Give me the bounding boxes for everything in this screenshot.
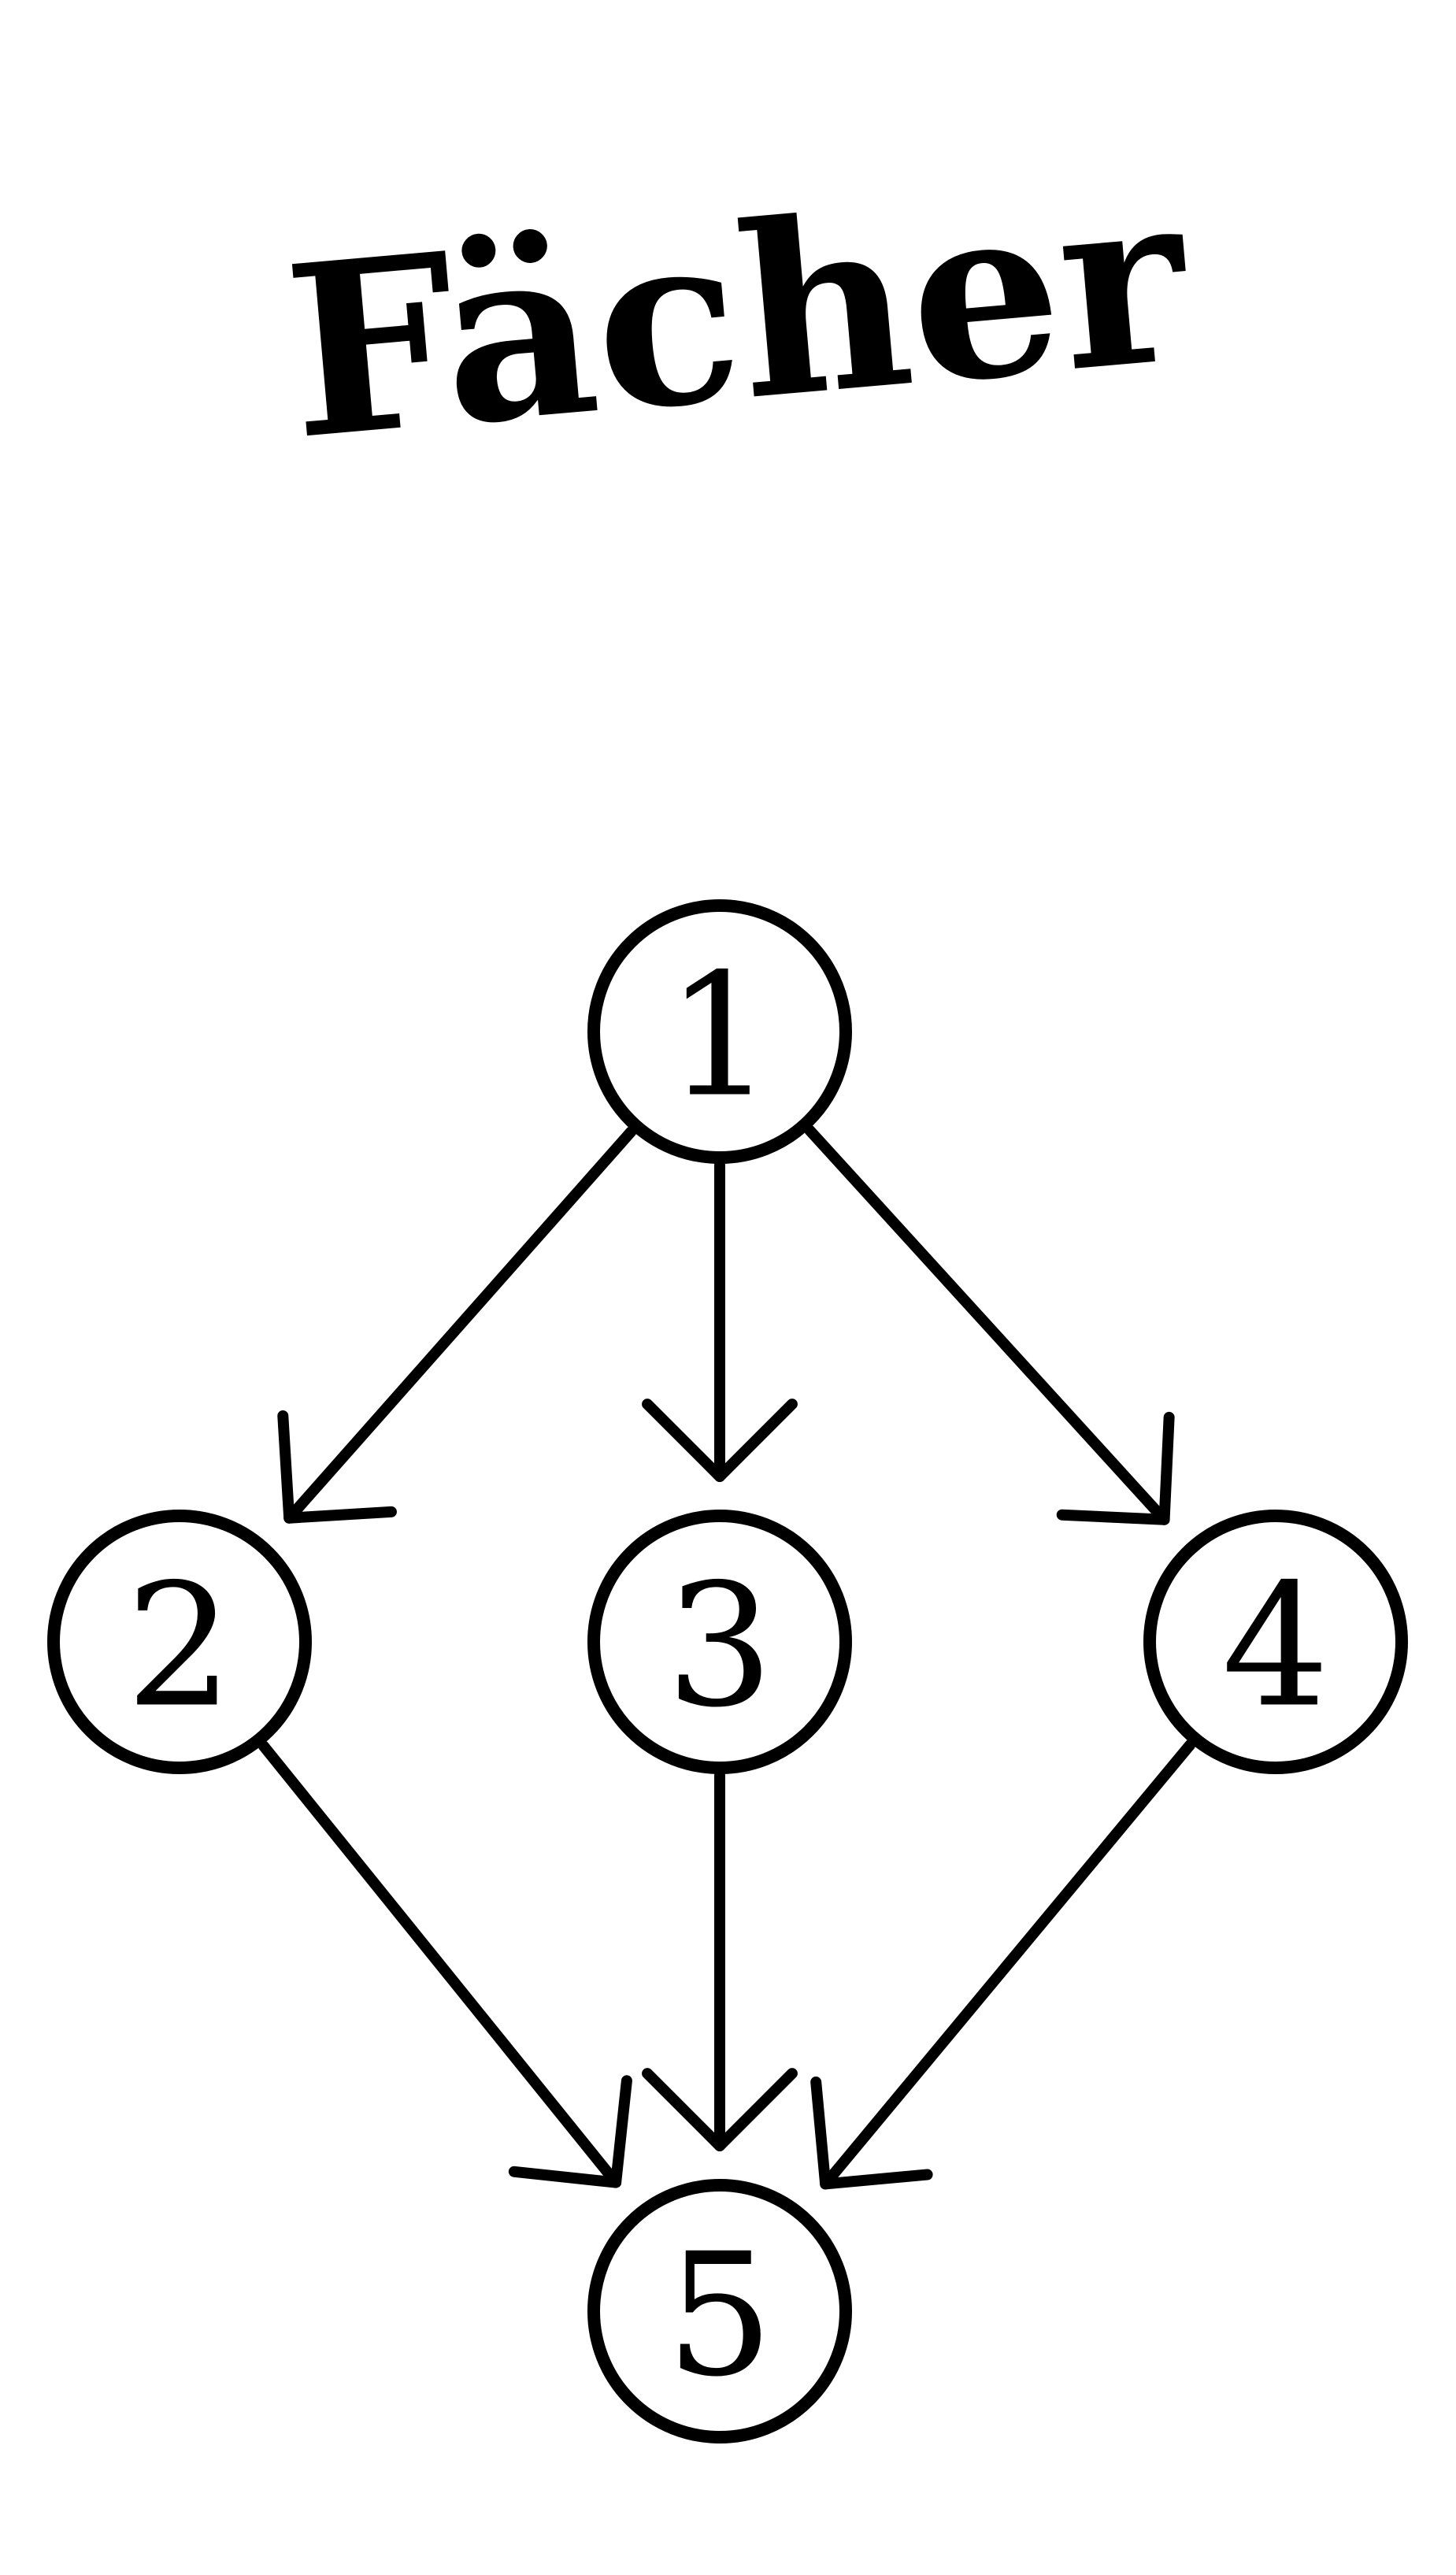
edge-shaft <box>283 1126 637 1524</box>
arrowhead-icon <box>277 1410 397 1524</box>
arrowhead-icon <box>642 1399 798 1482</box>
arrowhead-icon <box>810 2077 933 2190</box>
edges <box>257 1124 1196 2190</box>
node-circle <box>587 1510 852 1774</box>
node-circle <box>587 899 852 1164</box>
edge-shaft <box>257 1740 622 2188</box>
edge-1-4 <box>804 1124 1175 1525</box>
node-circle <box>47 1510 312 1774</box>
node-3: 3 <box>587 1510 852 1774</box>
node-4: 4 <box>1143 1510 1408 1774</box>
edge-3-5 <box>642 1770 798 2151</box>
nodes: 1 2 3 4 5 <box>47 899 1408 2443</box>
edge-shaft <box>804 1124 1170 1525</box>
edge-2-5 <box>257 1740 632 2188</box>
node-circle <box>587 2179 852 2443</box>
arrowhead-icon <box>508 2075 632 2188</box>
edge-4-5 <box>810 1739 1196 2190</box>
node-circle <box>1143 1510 1408 1774</box>
arrowhead-icon <box>1056 1411 1175 1525</box>
arrowhead-icon <box>642 2068 798 2151</box>
edge-1-3 <box>642 1160 798 1482</box>
edge-1-2 <box>277 1126 637 1524</box>
node-label: 3 <box>666 1547 774 1745</box>
node-2: 2 <box>47 1510 312 1774</box>
edge-shaft <box>820 1739 1196 2190</box>
node-label: 4 <box>1222 1547 1330 1745</box>
node-1: 1 <box>587 899 852 1164</box>
node-label: 5 <box>666 2217 774 2414</box>
node-5: 5 <box>587 2179 852 2443</box>
diagram-title: Fächer <box>276 136 1200 492</box>
node-label: 1 <box>666 937 774 1135</box>
node-label: 2 <box>126 1547 234 1745</box>
